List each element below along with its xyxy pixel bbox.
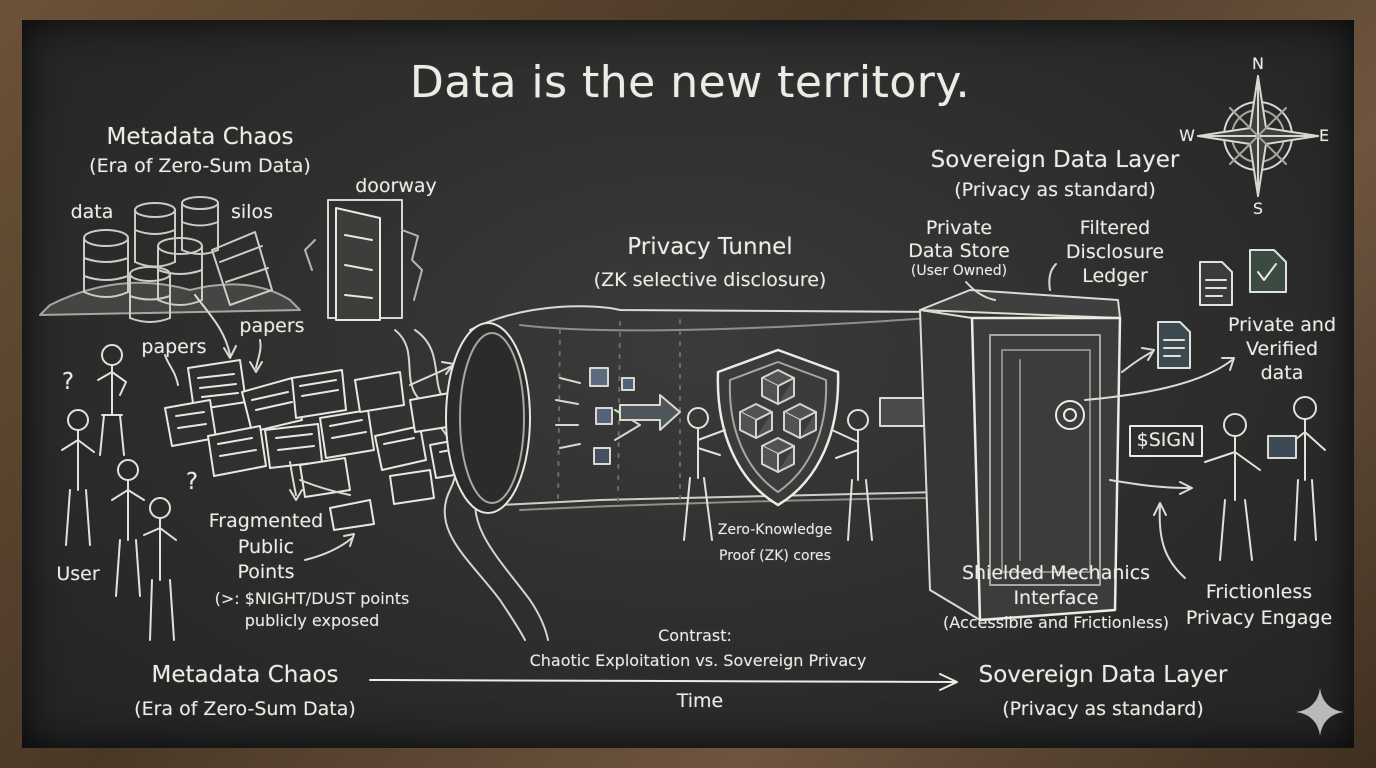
- data-label: data: [70, 201, 114, 223]
- fragmented-line3: Points: [237, 561, 295, 583]
- vault-pointers: [965, 263, 1057, 301]
- frictionless-line2: Privacy Engage: [1185, 607, 1333, 629]
- doorway-label: doorway: [355, 175, 437, 197]
- ledger-line3: Ledger: [1082, 265, 1148, 287]
- compass-w: W: [1179, 126, 1195, 145]
- vault-output-arrows: [1084, 347, 1235, 579]
- verified-line1: Private and: [1227, 314, 1337, 336]
- chaos-subheading: (Era of Zero-Sum Data): [89, 155, 311, 177]
- confused-users: [61, 344, 177, 641]
- zk-line2: Proof (ZK) cores: [719, 548, 831, 564]
- exposed-line1: (>: $NIGHT/DUST points: [214, 589, 410, 608]
- ledger-line2: Disclosure: [1065, 241, 1165, 263]
- shielded-line2: Interface: [1013, 587, 1099, 609]
- shielded-line1: Shielded Mechanics: [961, 562, 1151, 584]
- verified-line3: data: [1260, 362, 1304, 384]
- sparkle-icon: [1296, 688, 1344, 736]
- data-vault: [919, 289, 1122, 622]
- private-store-line2: Data Store: [908, 240, 1010, 262]
- right-figures: [1204, 396, 1326, 561]
- sign-box: [1129, 425, 1203, 457]
- verified-line2: Verified: [1245, 338, 1319, 360]
- shield-figures: [683, 407, 873, 541]
- sovereign-heading: Sovereign Data Layer: [930, 147, 1180, 173]
- compass-e: E: [1318, 126, 1330, 145]
- exposed-line2: publicly exposed: [244, 611, 380, 630]
- timeline-right-heading: Sovereign Data Layer: [978, 662, 1228, 688]
- fragmented-line1: Fragmented: [208, 510, 324, 532]
- frictionless-line1: Frictionless: [1205, 581, 1313, 603]
- zk-line1: Zero-Knowledge: [717, 522, 833, 538]
- papers-label-top: papers: [239, 315, 305, 337]
- sovereign-subheading: (Privacy as standard): [954, 179, 1156, 201]
- ledger-line1: Filtered: [1079, 217, 1151, 239]
- papers-label-left: papers: [141, 336, 207, 358]
- private-store-line1: Private: [925, 217, 993, 239]
- timeline-right-sub: (Privacy as standard): [1002, 698, 1204, 720]
- tunnel-heading: Privacy Tunnel: [627, 234, 793, 260]
- contrast-line2: Chaotic Exploitation vs. Sovereign Priva…: [529, 651, 867, 670]
- page-title: Data is the new territory.: [409, 57, 971, 108]
- timeline-axis-label: Time: [676, 690, 724, 712]
- tunnel-subheading: (ZK selective disclosure): [593, 269, 827, 291]
- compass-s: S: [1252, 199, 1264, 218]
- timeline-arrow: [369, 673, 958, 691]
- question-mark-1: ?: [61, 369, 75, 395]
- private-store-line3: (User Owned): [910, 263, 1008, 279]
- shielded-line3: (Accessible and Frictionless): [943, 613, 1169, 632]
- chaos-heading: Metadata Chaos: [106, 124, 294, 150]
- doorway-drawing: [304, 199, 423, 321]
- timeline-left-heading: Metadata Chaos: [151, 662, 339, 688]
- verified-documents: [1157, 249, 1287, 369]
- data-cubes: [555, 367, 681, 465]
- timeline-left-sub: (Era of Zero-Sum Data): [134, 698, 356, 720]
- zk-shield: [716, 348, 840, 507]
- compass-n: N: [1252, 54, 1264, 73]
- chaos-arrows: [164, 294, 455, 561]
- question-mark-2: ?: [185, 469, 199, 495]
- contrast-line1: Contrast:: [658, 626, 732, 645]
- user-label: User: [56, 563, 100, 585]
- fragmented-line2: Public: [237, 536, 295, 558]
- data-silo-barrels: [39, 196, 301, 323]
- silos-label: silos: [231, 201, 273, 223]
- sign-label: $SIGN: [1136, 429, 1196, 451]
- compass-rose: [1197, 75, 1319, 197]
